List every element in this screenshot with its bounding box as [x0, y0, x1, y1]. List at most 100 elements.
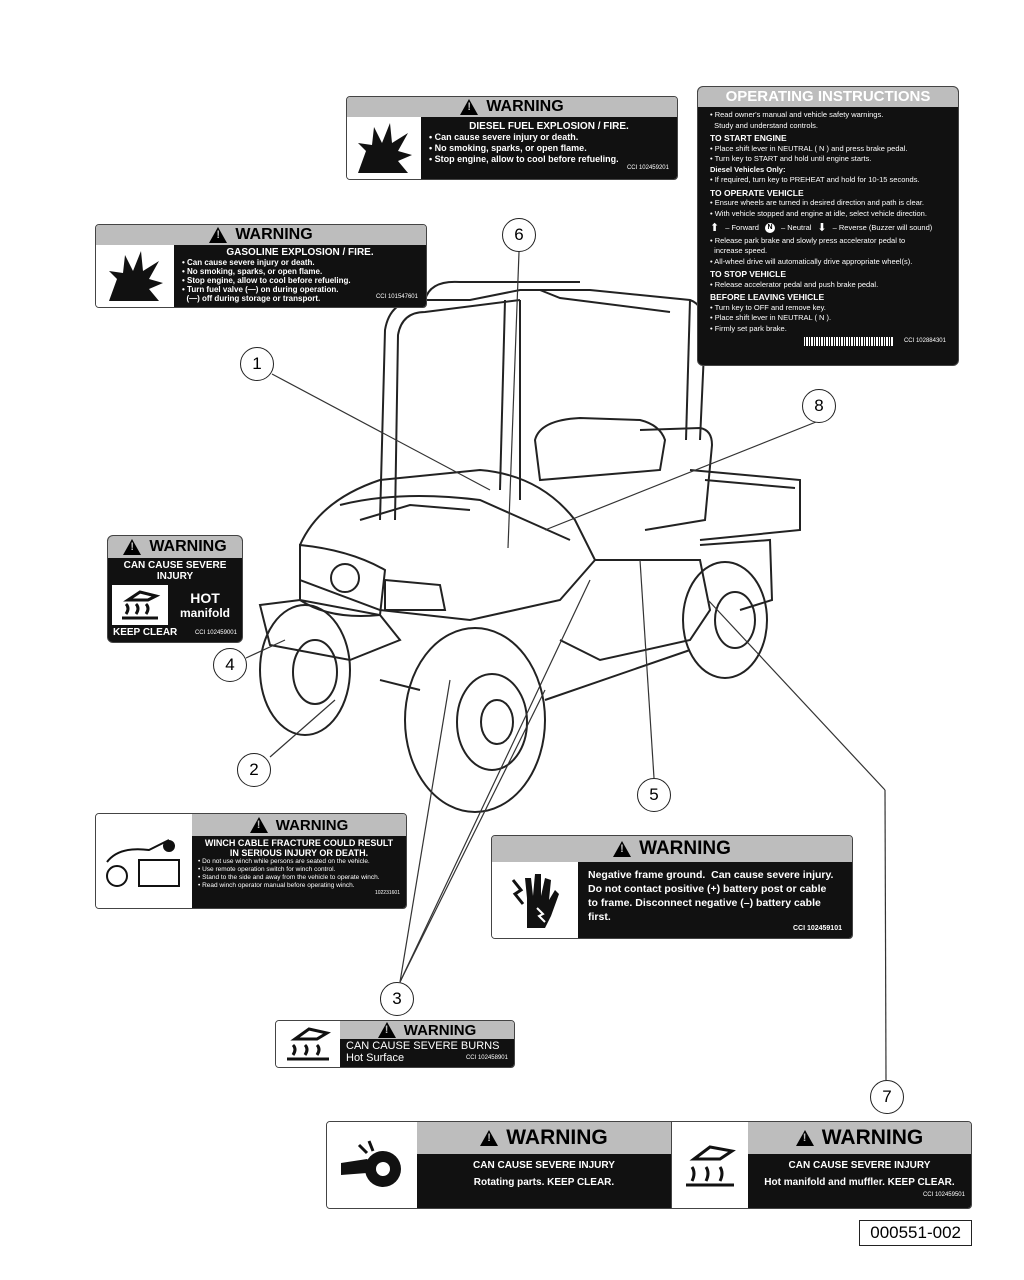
decal-line: • Do not use winch while persons are sea… — [198, 858, 370, 865]
oi-section-title: Diesel Vehicles Only: — [710, 164, 786, 174]
warning-triangle-icon — [795, 1130, 814, 1146]
decal-line: • Read winch operator manual before oper… — [198, 882, 355, 889]
decal-line: Rotating parts. KEEP CLEAR. — [473, 1177, 615, 1188]
rotating-parts-hand-icon — [327, 1122, 417, 1208]
decal-title: DIESEL FUEL EXPLOSION / FIRE. — [469, 121, 629, 132]
part-number-label: 000551-002 — [859, 1220, 972, 1246]
hot-surface-burns-decal: WARNING CAN CAUSE SEVERE BURNS Hot Surfa… — [275, 1020, 515, 1068]
decal-code: CCI 102459501 — [922, 1192, 965, 1198]
keep-clear-label: KEEP CLEAR — [113, 627, 178, 638]
warning-triangle-icon — [613, 841, 632, 857]
gasoline-warning-decal: WARNING GASOLINE EXPLOSION / FIRE. • Can… — [95, 224, 427, 308]
winch-warning-decal: WARNING WINCH CABLE FRACTURE COULD RESUL… — [95, 813, 407, 909]
explosion-icon — [96, 245, 174, 307]
hot-surface-icon — [112, 585, 168, 625]
decal-header: WARNING — [821, 1126, 924, 1149]
reverse-arrow-icon: ⬇ — [817, 222, 827, 234]
manifold-label: manifold — [180, 606, 230, 620]
diesel-fuel-warning-decal: WARNING DIESEL FUEL EXPLOSION / FIRE. • … — [346, 96, 678, 180]
oi-line: • Read owner's manual and vehicle safety… — [710, 110, 884, 119]
decal-line: CAN CAUSE SEVERE BURNS — [346, 1040, 500, 1052]
hot-manifold-warning-decal: WARNING CAN CAUSE SEVERE INJURY HOT mani… — [107, 535, 243, 643]
callout-5: 5 — [637, 778, 671, 812]
oi-line: • Place shift lever in NEUTRAL ( N ). — [710, 313, 832, 322]
battery-warning-decal: WARNING Negative frame ground. Can cause… — [491, 835, 853, 939]
callout-1: 1 — [240, 347, 274, 381]
callout-2: 2 — [237, 753, 271, 787]
hot-surface-icon — [671, 1122, 748, 1208]
hot-label: HOT — [190, 590, 220, 606]
decal-title: IN SERIOUS INJURY OR DEATH. — [229, 848, 369, 858]
decal-code: CCI 102459001 — [194, 629, 237, 636]
rotating-and-muffler-warning-decal: WARNING CAN CAUSE SEVERE INJURY Rotating… — [326, 1121, 972, 1209]
decal-header: WARNING — [275, 816, 349, 834]
hot-surface-icon — [276, 1021, 340, 1067]
callout-6: 6 — [502, 218, 536, 252]
oi-section-title: TO STOP VEHICLE — [710, 269, 787, 279]
decal-header: WARNING — [235, 226, 313, 243]
oi-line: • Turn key to START and hold until engin… — [710, 154, 872, 163]
decal-code: CCI 102458901 — [465, 1055, 508, 1061]
oi-line: • Place shift lever in NEUTRAL ( N ) and… — [710, 143, 908, 153]
decal-line: • Stop engine, allow to cool before refu… — [429, 154, 619, 164]
oi-line: • Release park brake and slowly press ac… — [710, 235, 906, 245]
warning-triangle-icon — [249, 817, 268, 833]
decal-line: (—) off during storage or transport. — [182, 294, 321, 303]
decal-code: 102231601 — [374, 890, 400, 896]
dir-forward: – Forward — [725, 223, 759, 232]
explosion-icon — [347, 117, 421, 179]
decal-subtitle: CAN CAUSE SEVERE INJURY — [788, 1160, 931, 1171]
decal-line: • Stop engine, allow to cool before refu… — [182, 276, 351, 285]
oi-line: increase speed. — [710, 246, 768, 255]
decal-title: GASOLINE EXPLOSION / FIRE. — [226, 247, 374, 258]
warning-triangle-icon — [209, 227, 228, 243]
decal-code: CCI 102459101 — [792, 925, 842, 932]
barcode-icon — [803, 336, 894, 346]
warning-triangle-icon — [460, 99, 479, 115]
decal-subtitle: CAN CAUSE SEVERE INJURY — [473, 1160, 615, 1171]
decal-header: WARNING — [403, 1021, 477, 1039]
decal-line: • No smoking, sparks, or open flame. — [182, 267, 323, 276]
neutral-icon: N — [764, 223, 775, 234]
callout-4: 4 — [213, 648, 247, 682]
dir-reverse: – Reverse (Buzzer will sound) — [832, 223, 933, 232]
oi-section-title: BEFORE LEAVING VEHICLE — [710, 292, 825, 302]
decal-line: • Can cause severe injury or death. — [429, 132, 579, 142]
oi-section-title: TO OPERATE VEHICLE — [710, 187, 804, 198]
warning-triangle-icon — [123, 539, 142, 555]
decal-title: WINCH CABLE FRACTURE COULD RESULT — [204, 838, 394, 848]
decal-line: to frame. Disconnect negative (–) batter… — [588, 897, 821, 923]
decal-line: • No smoking, sparks, or open flame. — [429, 143, 587, 153]
forward-arrow-icon: ⬆ — [710, 222, 720, 234]
decal-header: WARNING — [639, 838, 731, 859]
warning-triangle-icon — [480, 1130, 499, 1146]
callout-7: 7 — [870, 1080, 904, 1114]
oi-line: • Release accelerator pedal and push bra… — [710, 279, 879, 289]
oi-line: Study and understand controls. — [710, 120, 818, 130]
warning-triangle-icon — [377, 1022, 396, 1038]
dir-neutral: – Neutral — [780, 223, 812, 232]
decal-line: Negative frame ground. Can cause severe … — [588, 869, 834, 881]
decal-header: WARNING — [506, 1126, 608, 1149]
decal-subtitle: CAN CAUSE SEVERE INJURY — [123, 560, 227, 582]
decal-line: • Use remote operation switch for winch … — [198, 866, 336, 873]
oi-line: • If required, turn key to PREHEAT and h… — [710, 175, 920, 184]
decal-line: • Turn fuel valve (—) on during operatio… — [182, 285, 339, 294]
decal-line: • Can cause severe injury or death. — [182, 258, 315, 267]
decal-header: WARNING — [486, 98, 564, 115]
decal-line: Hot manifold and muffler. KEEP CLEAR. — [764, 1177, 955, 1188]
electric-shock-hand-icon — [492, 862, 578, 938]
decal-line: • Stand to the side and away from the ve… — [198, 874, 380, 881]
callout-3: 3 — [380, 982, 414, 1016]
oi-line: • All-wheel drive will automatically dri… — [710, 256, 913, 266]
winch-cable-icon — [96, 814, 192, 908]
oi-line: • With vehicle stopped and engine at idl… — [710, 208, 927, 218]
oi-line: • Ensure wheels are turned in desired di… — [710, 198, 924, 207]
decal-header: OPERATING INSTRUCTIONS — [698, 87, 958, 107]
oi-line: • Turn key to OFF and remove key. — [710, 302, 826, 312]
direction-legend: ⬆ – Forward N – Neutral ⬇ – Reverse (Buz… — [710, 223, 946, 234]
operating-instructions-decal: OPERATING INSTRUCTIONS • Read owner's ma… — [697, 86, 959, 366]
callout-8: 8 — [802, 389, 836, 423]
decal-code: CCI 101547601 — [375, 294, 418, 300]
